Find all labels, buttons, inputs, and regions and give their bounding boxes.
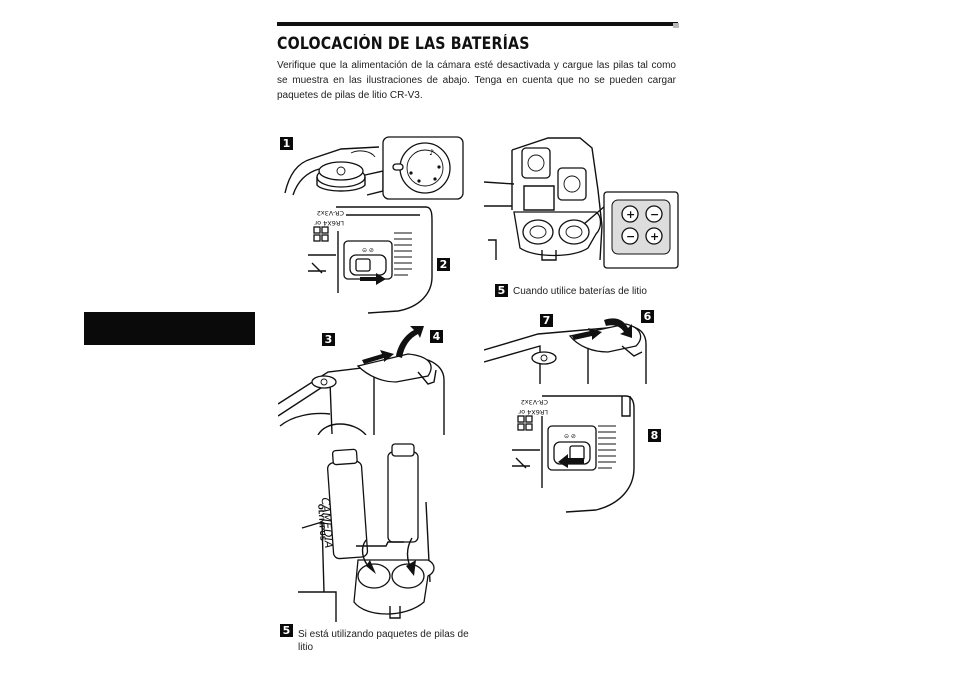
battery-cover-lock-illustration: CR-V3x2 LR6X4 or ⊝ ⊘ (308, 206, 433, 314)
battery-cover-relock-illustration: CR-V3x2 LR6X4 or ⊝ ⊘ (512, 395, 635, 513)
door-label-text-a-2: CR-V3x2 (521, 398, 548, 406)
step-badge-2: 2 (437, 258, 450, 271)
step-badge-1: 1 (280, 137, 293, 150)
intro-paragraph: Verifique que la alimentación de la cáma… (277, 60, 676, 102)
step-badge-5-right: 5 (495, 284, 508, 297)
step-badge-6: 6 (641, 310, 654, 323)
top-rule (277, 22, 678, 26)
step-badge-3: 3 (322, 333, 335, 346)
door-label-text-b: LR6X4 or (314, 219, 344, 227)
section-tab (84, 312, 255, 345)
step-badge-7: 7 (540, 314, 553, 327)
svg-text:+: + (626, 208, 635, 221)
step-badge-5-left: 5 (280, 624, 293, 637)
svg-text:−: − (626, 230, 635, 243)
battery-chamber-illustration: + − − + (484, 137, 679, 269)
caption-lithium-batteries: Cuando utilice baterías de litio (513, 286, 647, 297)
open-cover-illustration (278, 326, 445, 435)
svg-text:⊝ ⊘: ⊝ ⊘ (564, 433, 576, 440)
door-label-text-a: CR-V3x2 (317, 209, 344, 217)
battery-lock-switch: ⊝ ⊘ (343, 240, 393, 280)
svg-text:−: − (650, 208, 659, 221)
mode-dial-illustration: ♪ (284, 136, 464, 200)
page-title: COLOCACIÓN DE LAS BATERÍAS (277, 34, 530, 53)
door-label-text-b-2: LR6X4 or (518, 408, 548, 416)
close-cover-illustration (484, 318, 647, 384)
lithium-pack-insertion-illustration: OLYMPUS CAMEDIA (298, 443, 435, 622)
svg-text:♪: ♪ (429, 148, 434, 157)
svg-text:+: + (650, 230, 659, 243)
top-rule-shadow (673, 23, 679, 28)
step-badge-4: 4 (430, 330, 443, 343)
caption-lithium-pack: Si está utilizando paquetes de pilas de … (298, 629, 469, 653)
svg-text:⊝ ⊘: ⊝ ⊘ (362, 247, 374, 254)
step-badge-8: 8 (648, 429, 661, 442)
